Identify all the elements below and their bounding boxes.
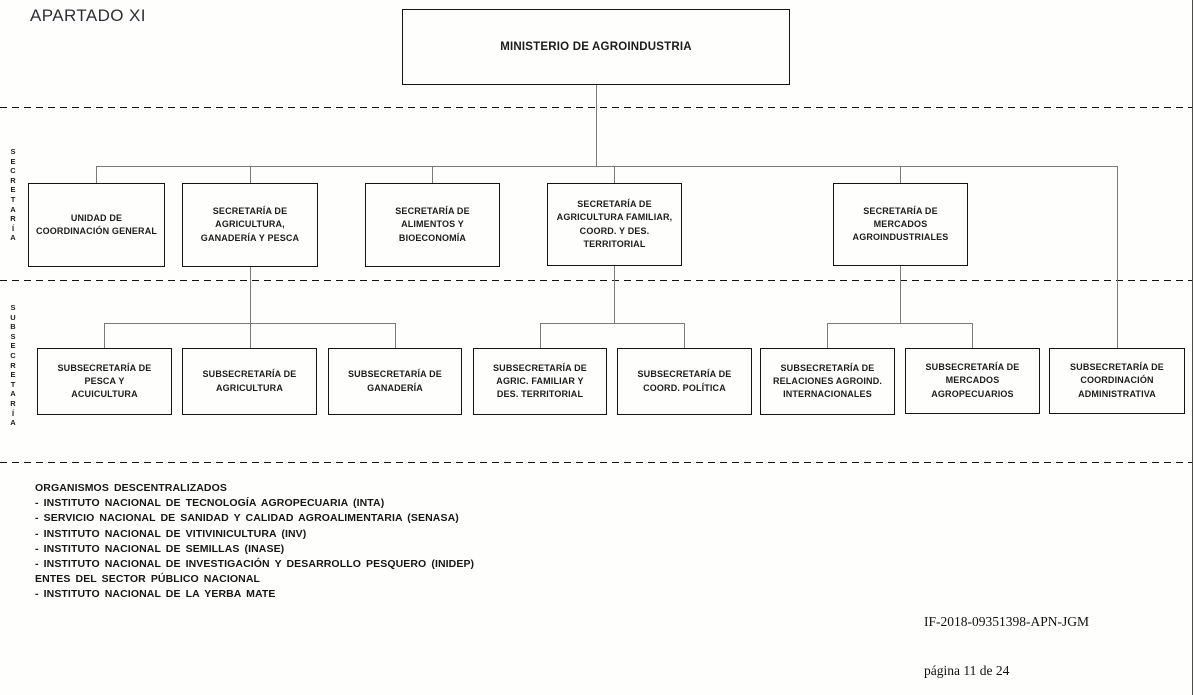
connector-ministry-drop: [596, 85, 597, 167]
connector-horizontal-group-mercados: [827, 323, 973, 324]
list-item-yerba-mate: - INSTITUTO NACIONAL DE LA YERBA MATE: [35, 588, 276, 601]
divider-subsecretaria-band: [0, 280, 1193, 281]
connector-secretarias-horizontal: [96, 166, 1118, 167]
box-unidad-coordinacion-general: UNIDAD DE COORDINACIÓN GENERAL: [28, 183, 165, 267]
box-subsecretaria-agricultura: SUBSECRETARÍA DE AGRICULTURA: [182, 348, 317, 415]
connector-drop-coordinacion-administrativa: [1117, 167, 1118, 348]
divider-annex-band: [0, 462, 1193, 463]
connector-stub-relaciones: [827, 324, 828, 348]
box-subsecretaria-agric-familiar-des-territorial: SUBSECRETARÍA DE AGRIC. FAMILIAR Y DES. …: [473, 348, 607, 415]
page-number: página 11 de 24: [924, 663, 1010, 678]
connector-stub-alimentos: [432, 167, 433, 183]
connector-stub-pesca: [104, 324, 105, 348]
connector-drop-group-familiar: [614, 266, 615, 323]
connector-stub-mercados: [900, 167, 901, 183]
box-subsecretaria-coord-politica: SUBSECRETARÍA DE COORD. POLÍTICA: [617, 348, 752, 415]
connector-horizontal-group-agp: [104, 323, 396, 324]
list-item-inidep: - INSTITUTO NACIONAL DE INVESTIGACIÓN Y …: [35, 558, 475, 571]
ministry-box: MINISTERIO DE AGROINDUSTRIA: [402, 9, 790, 85]
list-item-senasa: - SERVICIO NACIONAL DE SANIDAD Y CALIDAD…: [35, 512, 459, 525]
subsecretaria-band-label: S U B S E C R E T A R Í A: [10, 303, 16, 428]
connector-stub-agric-familiar-des: [540, 324, 541, 348]
connector-horizontal-group-familiar: [540, 323, 685, 324]
list-item-inv: - INSTITUTO NACIONAL DE VITIVINICULTURA …: [35, 527, 307, 540]
box-secretaria-agricultura-ganaderia-pesca: SECRETARÍA DE AGRICULTURA, GANADERÍA Y P…: [182, 183, 318, 267]
connector-stub-coord-politica: [684, 324, 685, 348]
secretaria-band-label: S E C R E T A R Í A: [10, 147, 16, 243]
entes-sector-publico-header: ENTES DEL SECTOR PÚBLICO NACIONAL: [35, 573, 261, 586]
decentralized-organisms-header: ORGANISMOS DESCENTRALIZADOS: [35, 482, 227, 494]
document-id: IF-2018-09351398-APN-JGM: [924, 614, 1089, 629]
list-item-inta: - INSTITUTO NACIONAL DE TECNOLOGÍA AGROP…: [35, 497, 385, 510]
connector-stub-agric-familiar: [614, 167, 615, 183]
box-subsecretaria-relaciones-agroind-internacionales: SUBSECRETARÍA DE RELACIONES AGROIND. INT…: [760, 348, 895, 415]
connector-stub-mercados-agropecuarios: [972, 324, 973, 348]
list-item-inase: - INSTITUTO NACIONAL DE SEMILLAS (INASE): [35, 542, 285, 555]
box-subsecretaria-coordinacion-administrativa: SUBSECRETARÍA DE COORDINACIÓN ADMINISTRA…: [1049, 348, 1185, 414]
page-right-border: [1192, 0, 1193, 695]
connector-drop-group-mercados: [900, 266, 901, 323]
annex-block: ORGANISMOS DESCENTRALIZADOS - INSTITUTO …: [35, 481, 474, 603]
box-secretaria-agricultura-familiar: SECRETARÍA DE AGRICULTURA FAMILIAR, COOR…: [547, 183, 682, 266]
connector-stub-ganaderia: [395, 324, 396, 348]
page-title: APARTADO XI: [30, 6, 146, 25]
box-subsecretaria-mercados-agropecuarios: SUBSECRETARÍA DE MERCADOS AGROPECUARIOS: [905, 348, 1040, 414]
box-secretaria-alimentos-bioeconomia: SECRETARÍA DE ALIMENTOS Y BIOECONOMÍA: [365, 183, 500, 267]
box-subsecretaria-ganaderia: SUBSECRETARÍA DE GANADERÍA: [328, 348, 462, 415]
connector-drop-group-agp: [250, 267, 251, 348]
connector-stub-agricultura-ganaderia-pesca: [250, 167, 251, 183]
connector-stub-unidad: [96, 167, 97, 183]
box-secretaria-mercados-agroindustriales: SECRETARÍA DE MERCADOS AGROINDUSTRIALES: [833, 183, 968, 266]
box-subsecretaria-pesca-acuicultura: SUBSECRETARÍA DE PESCA Y ACUICULTURA: [37, 348, 172, 415]
